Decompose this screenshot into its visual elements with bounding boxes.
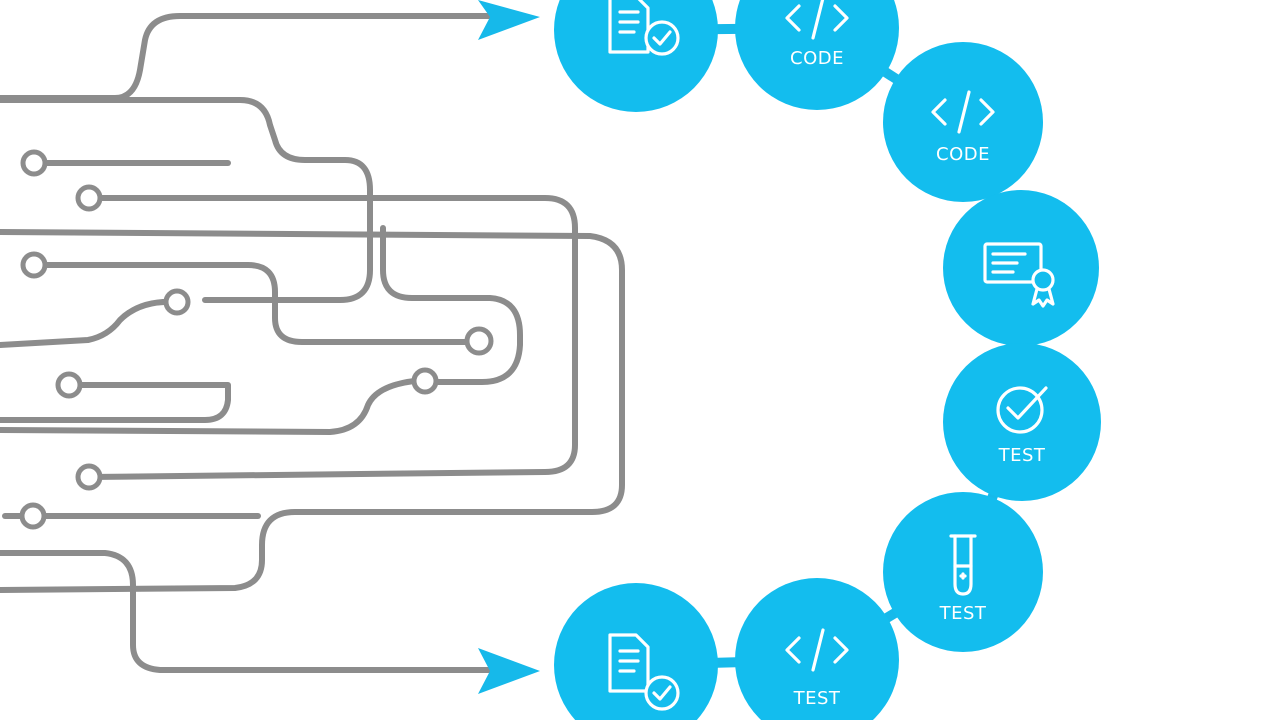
step-2: CODE [735, 0, 899, 110]
trace-node [75, 184, 103, 212]
trace-e [30, 262, 481, 345]
step-7: TEST [735, 578, 899, 720]
trace-h [0, 382, 231, 423]
step-1 [554, 0, 718, 112]
trace-d [0, 229, 625, 593]
step-8 [554, 583, 718, 720]
circuit-traces [0, 13, 625, 673]
step-6: TEST [883, 492, 1043, 652]
step-circle [883, 492, 1043, 652]
arrow-top-icon [478, 0, 540, 40]
trace-nodes [19, 149, 494, 530]
step-label: CODE [936, 144, 990, 165]
code-icon [785, 628, 849, 672]
trace-f [380, 225, 523, 385]
trace-node [75, 463, 103, 491]
trace-node [20, 251, 48, 279]
trace-i [0, 377, 428, 435]
step-label: TEST [939, 603, 987, 624]
trace-node [20, 149, 48, 177]
trace-node [19, 502, 47, 530]
trace-bottom-arrow [0, 550, 493, 673]
trace-top-arrow [0, 13, 493, 101]
step-label: TEST [793, 688, 841, 709]
step-circle [735, 0, 899, 110]
trace-node [464, 326, 494, 356]
code-icon [931, 90, 995, 134]
document-check-icon [608, 0, 680, 56]
code-icon [785, 0, 849, 40]
step-4 [943, 190, 1099, 346]
trace-node [55, 371, 83, 399]
trace-g [0, 298, 178, 348]
trace-node [163, 288, 191, 316]
certificate-icon [983, 242, 1055, 308]
trace-node [411, 367, 439, 395]
trace-c [85, 195, 578, 480]
step-circle [943, 343, 1101, 501]
step-5: TEST [943, 343, 1101, 501]
document-check-icon [608, 633, 680, 711]
step-circle [554, 0, 718, 112]
check-circle-icon [996, 386, 1048, 434]
step-label: CODE [790, 48, 844, 69]
step-circle [943, 190, 1099, 346]
step-3: CODE [883, 42, 1043, 202]
trace-a [0, 97, 373, 303]
arrow-bottom-icon [478, 648, 540, 694]
step-label: TEST [998, 445, 1046, 466]
test-tube-icon [949, 534, 977, 596]
